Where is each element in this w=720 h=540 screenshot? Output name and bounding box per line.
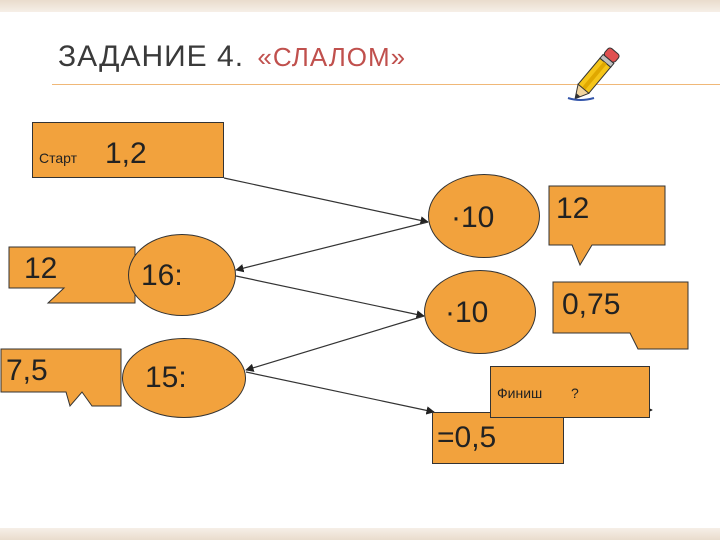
op-multiply-2: ·10 [424,270,536,354]
result-value: =0,5 [437,421,497,454]
finish-label: Финиш [497,385,543,401]
callout-answer2 [552,281,689,350]
title-main: ЗАДАНИЕ 4. [58,40,245,73]
answer3-text: 12 [24,252,58,285]
arrow-start-to-mult1 [223,177,429,225]
op-divide-16-label: 16: [141,259,183,292]
op-multiply-1: ·10 [428,174,540,258]
pencil-icon [567,47,620,101]
callout-answer4 [0,348,122,408]
result-box: =0,5 [432,412,564,464]
bottom-frame [0,528,720,540]
title-underline [52,84,720,85]
op-divide-15-label: 15: [145,361,187,394]
op-multiply-2-label: ·10 [445,296,489,329]
slide-title: ЗАДАНИЕ 4. «СЛАЛОМ» [58,40,406,74]
callout-answer1 [548,185,666,267]
start-label: Старт [39,150,78,166]
arrow-div15-to-result [245,371,435,415]
start-value: 1,2 [105,137,147,170]
callout-answer3 [8,246,136,304]
answer1-text: 12 [556,192,590,225]
op-multiply-1-label: ·10 [451,201,495,234]
arrow-div16-to-mult2 [235,275,425,319]
answer4-text: 7,5 [6,354,48,387]
finish-box: Финиш ? [490,366,650,418]
title-accent: «СЛАЛОМ» [257,42,407,72]
arrow-mult1-to-div16 [235,221,429,273]
op-divide-16: 16: [128,234,236,316]
finish-value: ? [571,385,579,401]
top-frame [0,0,720,12]
op-divide-15: 15: [122,338,246,418]
start-box: Старт 1,2 [32,122,224,178]
arrow-mult2-to-div15 [245,315,425,372]
answer2-text: 0,75 [562,288,621,321]
